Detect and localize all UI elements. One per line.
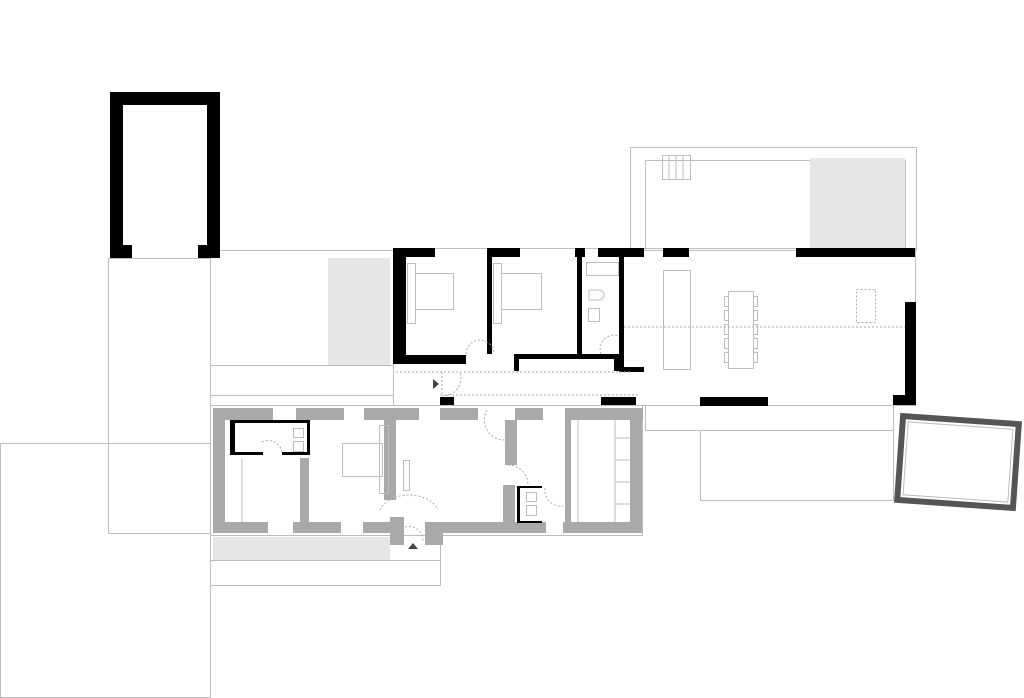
pavilion [894,412,1022,512]
bed-icon [493,263,542,324]
old-house [210,405,643,549]
door-swing [404,525,424,542]
front-step-outline [210,560,441,586]
door-swing [599,334,620,355]
fireplace-outline [856,289,876,323]
paved-area-front [213,537,390,560]
wardrobe [403,460,410,491]
bathroom-fixtures-icon [293,428,537,516]
entrance-arrow-icon [433,379,439,389]
bed-icon [342,425,389,494]
upper-terrace-inner [645,160,906,251]
door-swing [507,464,529,486]
bathroom-fixtures-icon [586,262,619,322]
paved-area-courtyard [328,258,390,365]
door-swing [544,487,564,507]
site-outlines [0,147,917,698]
stairs-icon [662,155,691,180]
lower-terrace-outline-2 [700,430,894,501]
bed-icon [407,263,454,324]
door-swing [261,440,283,453]
garage [110,92,220,258]
site-boundary-left [0,443,211,698]
paved-area-terrace [810,158,905,248]
door-swing [483,409,506,441]
dining-table-icon [724,291,758,369]
door-swing [465,339,495,355]
site-boundary-strip [108,258,211,534]
shelving [577,420,630,522]
path-outline [210,365,394,396]
kitchen-counter [663,270,691,370]
lower-terrace-outline [645,405,894,431]
door-swing [379,494,439,511]
door-swing [441,371,462,397]
entrance-arrow-icon [408,543,418,549]
new-wing [393,248,916,406]
